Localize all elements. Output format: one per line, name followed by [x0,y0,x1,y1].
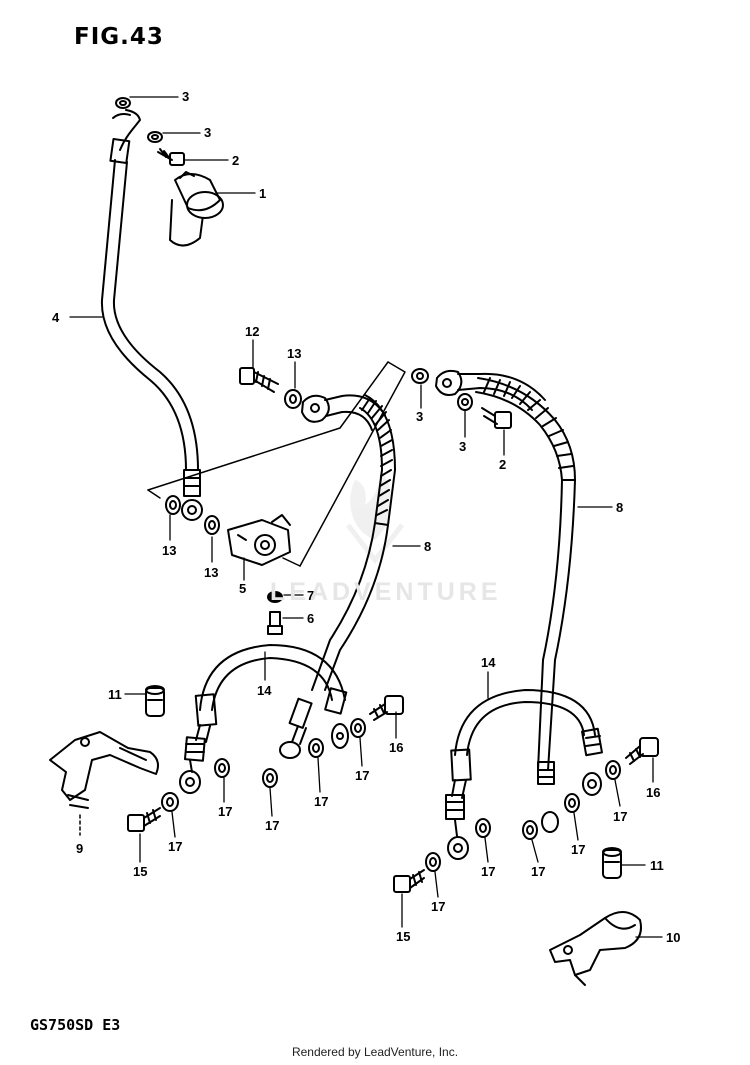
callout-13-mid: 13 [204,565,218,580]
callout-3-right-b: 3 [459,439,466,454]
model-code: GS750SD E3 [30,1016,121,1034]
nut-7 [267,591,283,603]
callout-17-f: 17 [481,864,495,879]
callout-17-d: 17 [314,794,328,809]
footer-credit: Rendered by LeadVenture, Inc. [291,1045,459,1059]
union-cap-1 [169,171,224,247]
callout-16-left: 16 [389,740,403,755]
callout-3-top: 3 [182,89,189,104]
callout-13-left: 13 [162,543,176,558]
watermark-text: LEADVENTURE [270,578,502,606]
figure-title: FIG.43 [74,24,164,50]
callout-11-left: 11 [108,687,122,702]
callout-2-top: 2 [232,153,239,168]
brake-hose-8-left [279,394,396,759]
callout-10: 10 [666,930,680,945]
bolt-16-right [625,737,659,765]
callout-17-b: 17 [218,804,232,819]
callout-3-right-a: 3 [416,409,423,424]
bolt-2-right [481,407,512,429]
callout-17-i: 17 [571,842,585,857]
callout-4: 4 [52,310,60,325]
bolt-16-left [369,695,404,721]
bolt-2 [157,148,185,166]
callout-7: 7 [307,588,314,603]
callout-17-e: 17 [355,768,369,783]
washer-3a [115,97,131,109]
watermark-logo [346,470,404,565]
callout-15-right: 15 [396,929,410,944]
callout-14-right: 14 [481,655,496,670]
callout-17-g: 17 [431,899,445,914]
callout-17-j: 17 [613,809,627,824]
brake-hose-14-left [179,644,346,794]
callout-1: 1 [259,186,266,201]
hose-clamp-10 [549,911,642,986]
callout-2-right: 2 [499,457,506,472]
callout-15-left: 15 [133,864,147,879]
callout-17-h: 17 [531,864,545,879]
callout-12: 12 [245,324,259,339]
bolt-15-left [127,807,161,832]
callout-3-second: 3 [204,125,211,140]
brake-joint-5 [227,514,291,566]
callout-9: 9 [76,841,83,856]
bolt-6 [267,611,283,635]
callout-17-c: 17 [265,818,279,833]
bolt-15-right [393,869,425,893]
brake-hose-14-right [445,689,596,860]
callout-6: 6 [307,611,314,626]
callout-17-a: 17 [168,839,182,854]
grommet-11-left [145,685,165,717]
callout-8-left: 8 [424,539,431,554]
callout-11-right: 11 [650,858,664,873]
grommet-11-right [602,847,622,879]
callout-8-right: 8 [616,500,623,515]
callout-16-right: 16 [646,785,660,800]
brake-hose-8-right [435,369,603,833]
bolt-12 [239,367,279,393]
washer-3b [147,131,163,143]
callout-13-top: 13 [287,346,301,361]
callout-14-left: 14 [257,683,272,698]
callout-labels: 3 3 2 1 4 12 13 13 13 5 7 6 8 3 3 2 8 14… [52,89,680,945]
callout-5: 5 [239,581,246,596]
hose-clamp-9 [49,731,159,809]
